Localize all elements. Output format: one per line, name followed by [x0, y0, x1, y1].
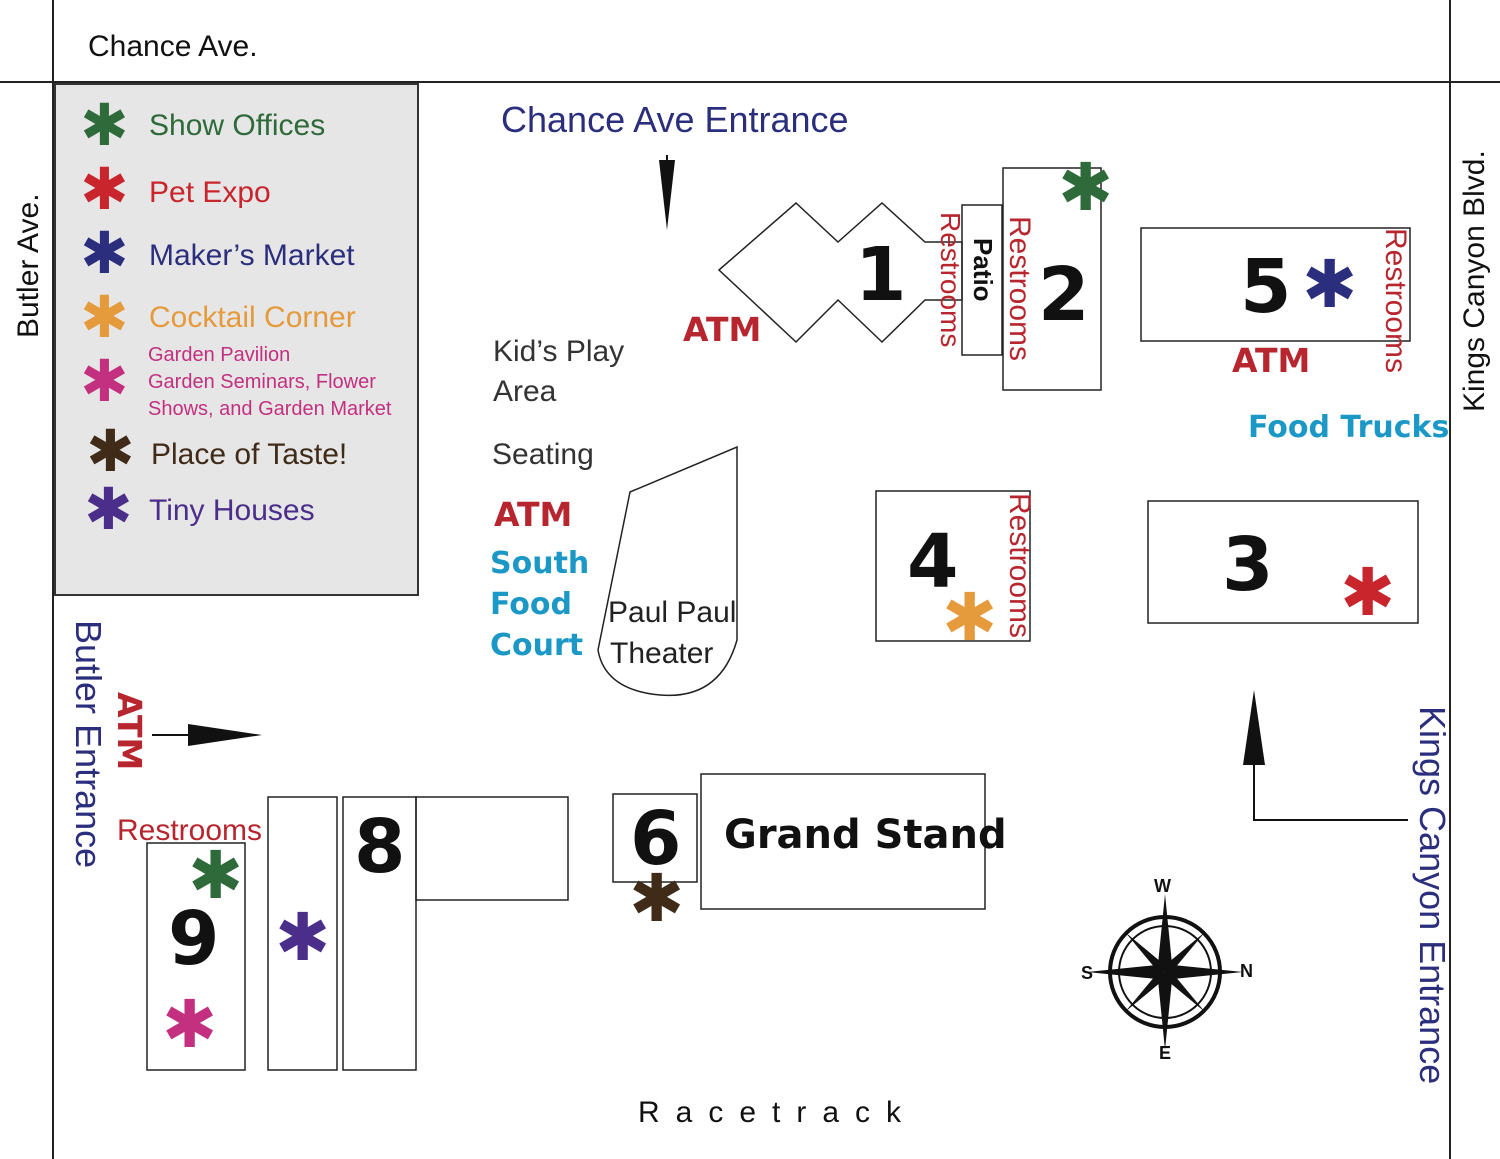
building-5-outline [1140, 227, 1411, 342]
seating-label: Seating [492, 438, 594, 471]
restrooms-building-4: Restrooms [1003, 493, 1036, 639]
legend-place-of-taste-icon: ✱ [86, 417, 135, 485]
legend-cocktail-corner: Cocktail Corner [149, 301, 356, 334]
compass-w: W [1154, 876, 1171, 896]
legend-garden-line-3: Shows, and Garden Market [148, 398, 392, 420]
legend-garden-pavilion-icon: ✱ [80, 347, 129, 415]
kings-entrance-path [1253, 760, 1408, 821]
place-of-taste-star-building-6[interactable]: ✱ [629, 860, 685, 937]
makers-market-star-building-5[interactable]: ✱ [1302, 246, 1358, 323]
building-6-outline [612, 793, 698, 883]
legend-show-offices-icon: ✱ [80, 91, 129, 159]
butler-entrance-arrow-head [188, 724, 262, 746]
racetrack-label: Racetrack [638, 1096, 918, 1129]
show-offices-star-building-9[interactable]: ✱ [188, 837, 244, 914]
garden-pavilion-star-building-9[interactable]: ✱ [162, 986, 218, 1063]
chance-entrance-label[interactable]: Chance Ave Entrance [501, 99, 849, 140]
building-2-number[interactable]: 2 [1038, 252, 1090, 338]
theater-label-1: Paul Paul [608, 596, 737, 629]
building-1-number[interactable]: 1 [855, 232, 907, 318]
building-5-number[interactable]: 5 [1240, 244, 1292, 330]
south-food-court-label-2: Food [490, 587, 572, 622]
atm-label-butler: ATM [110, 692, 149, 771]
building-9-number[interactable]: 9 [168, 896, 220, 982]
kings-canyon-label: Kings Canyon Blvd. [1458, 150, 1491, 412]
legend-tiny-houses: Tiny Houses [149, 494, 315, 527]
compass-s: S [1081, 963, 1094, 983]
legend-garden-line-1: Garden Pavilion [148, 344, 291, 366]
building-8-number[interactable]: 8 [354, 804, 406, 890]
restrooms-building-5: Restrooms [1379, 228, 1412, 374]
legend-pet-expo: Pet Expo [149, 176, 271, 209]
compass-n: N [1240, 961, 1253, 981]
building-4-outline [875, 490, 1031, 642]
legend-tiny-houses-icon: ✱ [84, 475, 133, 543]
theater-label-2: Theater [610, 637, 714, 670]
atm-label-building-5: ATM [1232, 341, 1311, 380]
building-9-outline [146, 842, 246, 1071]
kids-play-label-1: Kid’s Play [493, 335, 625, 368]
kings-entrance-label[interactable]: Kings Canyon Entrance [1412, 706, 1453, 1085]
legend-show-offices: Show Offices [149, 109, 326, 142]
atm-label-building-1: ATM [683, 310, 762, 349]
legend-place-of-taste: Place of Taste! [151, 438, 348, 471]
building-3-outline [1147, 500, 1419, 624]
building-4-number[interactable]: 4 [907, 519, 959, 605]
legend-makers-market: Maker’s Market [149, 239, 355, 272]
food-trucks-label: Food Trucks [1248, 410, 1450, 445]
grand-stand-label[interactable]: Grand Stand [724, 812, 1007, 858]
patio-label: Patio [968, 238, 998, 302]
patio-outline [961, 204, 1003, 356]
grand-stand-outline [700, 773, 986, 910]
atm-label-center: ATM [494, 495, 573, 534]
butler-entrance-label[interactable]: Butler Entrance [68, 620, 109, 869]
legend-cocktail-corner-icon: ✱ [80, 283, 129, 351]
building-8-outline [342, 796, 417, 1071]
building-8-annex [415, 796, 569, 901]
kids-play-label-2: Area [493, 375, 557, 408]
restrooms-building-1: Restrooms [935, 212, 966, 348]
building-3-number[interactable]: 3 [1222, 522, 1274, 608]
theater-outline [597, 445, 738, 697]
restrooms-building-9: Restrooms [117, 814, 263, 847]
tiny-houses-star[interactable]: ✱ [275, 899, 331, 976]
legend-pet-expo-icon: ✱ [80, 155, 129, 223]
legend-box [54, 83, 419, 596]
compass-rose [1087, 894, 1243, 1050]
cocktail-corner-star-building-4[interactable]: ✱ [942, 579, 998, 656]
legend-makers-market-icon: ✱ [80, 219, 129, 287]
building-2-outline [1002, 167, 1102, 391]
restrooms-building-2: Restrooms [1003, 216, 1036, 362]
show-offices-star-building-2[interactable]: ✱ [1058, 149, 1114, 226]
butler-ave-label: Butler Ave. [12, 193, 45, 338]
building-6-number[interactable]: 6 [630, 796, 682, 882]
building-strip [267, 796, 338, 1071]
chance-entrance-arrow-head [659, 160, 675, 230]
chance-ave-label: Chance Ave. [88, 30, 258, 63]
south-food-court-label-1: South [490, 546, 590, 581]
legend-garden-line-2: Garden Seminars, Flower [148, 371, 376, 393]
pet-expo-star-building-3[interactable]: ✱ [1340, 554, 1396, 631]
kings-entrance-arrow-head [1243, 690, 1265, 765]
compass-e: E [1159, 1043, 1172, 1063]
south-food-court-label-3: Court [490, 628, 584, 663]
